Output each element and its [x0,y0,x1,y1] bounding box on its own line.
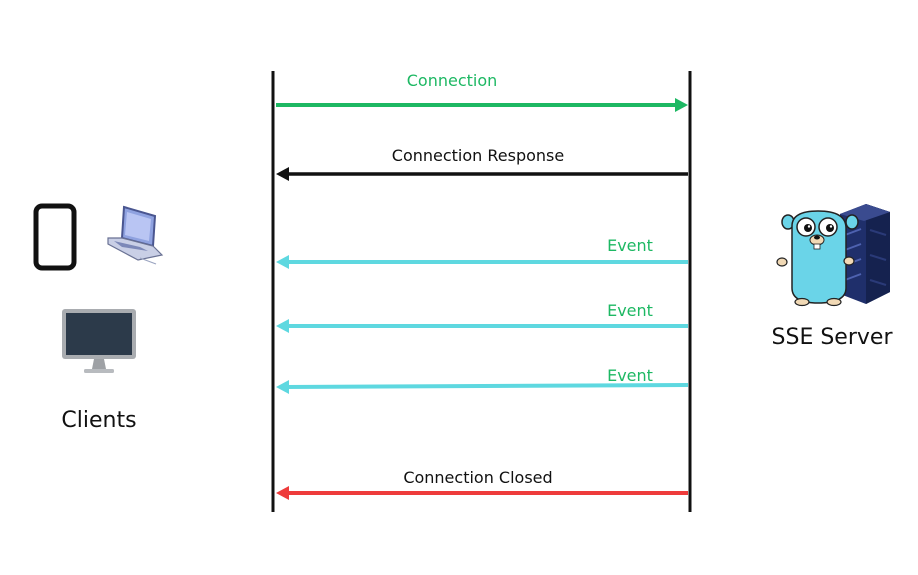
message-arrow-head [276,167,289,181]
message-arrow-head [276,319,289,333]
message-label: Event [607,366,653,385]
message-connection: Connection [276,71,688,112]
message-label: Event [607,236,653,255]
clients-label: Clients [61,408,136,433]
laptop-icon [107,205,164,265]
message-arrow-head [276,486,289,500]
message-event: Event [276,366,689,394]
message-label: Event [607,301,653,320]
message-event: Event [276,236,688,269]
message-arrow-line [283,383,689,389]
message-connection-response: Connection Response [276,146,688,181]
message-arrow-head [276,380,289,394]
message-label: Connection Response [392,146,564,165]
message-arrow-head [675,98,688,112]
message-connection-closed: Connection Closed [276,468,688,500]
server-label: SSE Server [772,325,894,350]
message-label: Connection [407,71,498,90]
monitor-icon [62,309,136,373]
message-label: Connection Closed [403,468,552,487]
message-event: Event [276,301,688,333]
gopher-mascot-icon [776,210,859,307]
message-arrow-head [276,255,289,269]
smartphone-icon [33,203,77,271]
